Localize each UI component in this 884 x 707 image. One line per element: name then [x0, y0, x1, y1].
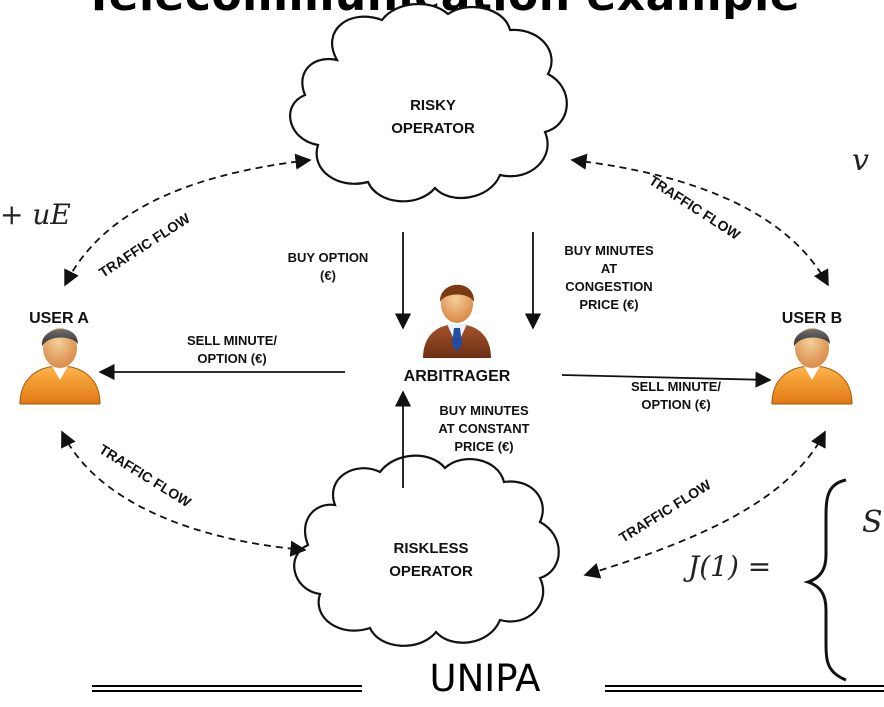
sell-minute-a-label-1: SELL MINUTE/: [187, 333, 277, 348]
riskless-operator-label-1: RISKLESS: [393, 540, 468, 557]
buy-option-label-1: BUY OPTION: [288, 250, 369, 265]
math-left: + uE: [0, 198, 71, 231]
curly-brace: [803, 478, 847, 682]
footer-label: UNIPA: [429, 657, 541, 700]
buy-minutes-congestion-label-1: BUY MINUTES: [564, 243, 654, 258]
buy-minutes-congestion-label-4: PRICE (€): [579, 297, 638, 312]
buy-minutes-congestion-label-3: CONGESTION: [565, 279, 652, 294]
user-a-label: USER A: [29, 310, 89, 327]
arbitrager-icon: [423, 284, 491, 358]
math-right-s: S: [862, 505, 883, 540]
sell-minute-a-label-2: OPTION (€): [197, 351, 266, 366]
risky-operator-label-1: RISKY: [410, 97, 456, 114]
traffic-flow-arrow-bottom-right: [583, 430, 826, 579]
footer-rule-right: [605, 685, 884, 692]
user-a-icon: [19, 328, 101, 405]
math-j1: J(1) =: [688, 550, 772, 583]
traffic-flow-arrow-bottom-left: [61, 430, 307, 557]
traffic-flow-label-top-right: TRAFFIC FLOW: [646, 172, 743, 243]
sell-minute-b-arrow: [561, 371, 772, 388]
traffic-flow-arrow-top-right: [570, 153, 829, 287]
buy-minutes-constant-label-1: BUY MINUTES: [439, 403, 529, 418]
traffic-flow-arrow-top-left: [64, 153, 312, 287]
buy-minutes-congestion-label-2: AT: [601, 261, 617, 276]
riskless-operator-label-2: OPERATOR: [389, 563, 473, 580]
footer-rule-left: [92, 685, 362, 692]
risky-operator-cloud: [289, 2, 568, 203]
user-b-icon: [771, 328, 853, 405]
buy-minutes-constant-label-2: AT CONSTANT: [438, 421, 529, 436]
riskless-operator-cloud: [293, 454, 560, 647]
traffic-flow-label-top-left: TRAFFIC FLOW: [96, 209, 193, 280]
arbitrager-label: ARBITRAGER: [404, 368, 511, 385]
user-b-label: USER B: [782, 310, 842, 327]
math-right-v: v: [852, 143, 869, 178]
risky-operator-label-2: OPERATOR: [391, 120, 475, 137]
traffic-flow-label-bottom-right: TRAFFIC FLOW: [616, 476, 714, 546]
traffic-flow-label-bottom-left: TRAFFIC FLOW: [96, 441, 194, 511]
buy-minutes-constant-label-3: PRICE (€): [454, 439, 513, 454]
sell-minute-b-label-1: SELL MINUTE/: [631, 379, 721, 394]
sell-minute-b-label-2: OPTION (€): [641, 397, 710, 412]
buy-option-label-2: (€): [320, 268, 336, 283]
